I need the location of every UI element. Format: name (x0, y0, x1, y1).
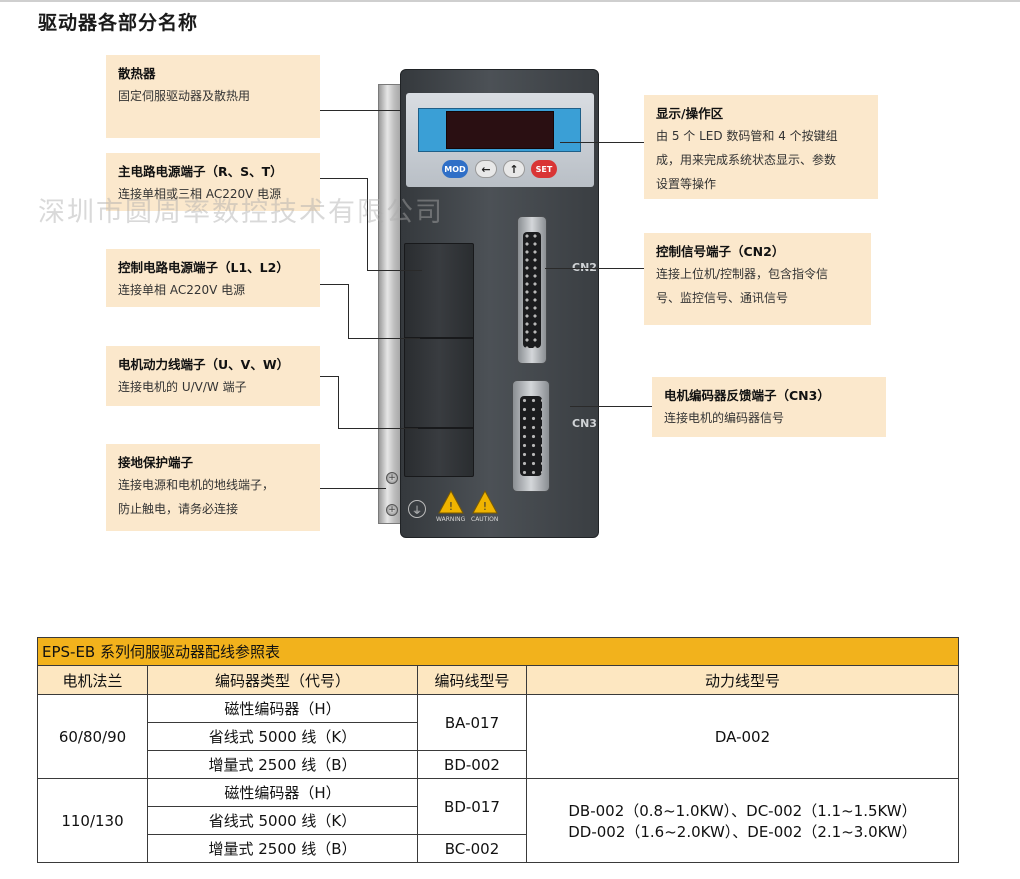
leader-line (320, 178, 368, 179)
callout-display-area: 显示/操作区 由 5 个 LED 数码管和 4 个按键组 成，用来完成系统状态显… (644, 95, 878, 199)
callout-description: 固定伺服驱动器及散热用 (118, 89, 251, 103)
power-cable-cell: DA-002 (526, 694, 959, 779)
warning-triangle-icon: ! (438, 490, 464, 514)
leader-line (570, 406, 652, 407)
power-cable-line: DD-002（1.6~2.0KW）、DE-002（2.1~3.0KW） (568, 822, 917, 841)
leader-line (367, 270, 422, 271)
set-key: SET (531, 160, 557, 178)
leader-line (320, 110, 400, 111)
encoder-cable-cell: BD-017 (417, 778, 527, 835)
mod-key: MOD (442, 160, 468, 178)
table-row: 110/130 磁性编码器（H） BD-017 DB-002（0.8~1.0KW… (37, 778, 959, 863)
callout-motor-power-terminal: 电机动力线端子（U、V、W） 连接电机的 U/V/W 端子 (106, 346, 320, 406)
up-arrow-key: ↑ (503, 160, 525, 178)
encoder-type-cell: 增量式 2500 线（B） (147, 750, 418, 779)
ground-symbol-icon: ⏚ (408, 500, 426, 518)
callout-description: 防止触电，请务必连接 (118, 502, 239, 516)
svg-text:!: ! (483, 500, 487, 513)
leader-line (338, 376, 339, 428)
callout-title: 电机编码器反馈端子（CN3） (664, 388, 830, 403)
column-header-encoder-type: 编码器类型（代号） (147, 665, 418, 695)
column-header-flange: 电机法兰 (37, 665, 148, 695)
page-title: 驱动器各部分名称 (38, 12, 199, 34)
table-row: 增量式 2500 线（B） BD-002 (38, 750, 959, 779)
encoder-type-cell: 省线式 5000 线（K） (147, 806, 418, 835)
encoder-type-cell: 省线式 5000 线（K） (147, 722, 418, 751)
encoder-type-cell: 磁性编码器（H） (147, 694, 418, 723)
callout-title: 控制电路电源端子（L1、L2） (118, 260, 289, 275)
encoder-type-cell: 磁性编码器（H） (147, 778, 418, 807)
caution-triangle-icon: ! (472, 490, 498, 514)
callout-description: 连接电机的 U/V/W 端子 (118, 380, 247, 394)
leader-line (320, 376, 338, 377)
caution-label: CAUTION (471, 516, 499, 523)
leader-line (320, 284, 348, 285)
callout-description: 连接上位机/控制器，包含指令信 (656, 267, 829, 281)
column-header-power-cable: 动力线型号 (526, 665, 959, 695)
leader-line (545, 268, 644, 269)
callout-description: 成，用来完成系统状态显示、参数 (656, 153, 837, 167)
callout-cn2-terminal: 控制信号端子（CN2） 连接上位机/控制器，包含指令信 号、监控信号、通讯信号 (644, 233, 871, 325)
ground-screw-icon: + (386, 504, 398, 516)
callout-title: 电机动力线端子（U、V、W） (118, 357, 290, 372)
leader-line (348, 338, 420, 339)
ground-screw-icon: + (386, 472, 398, 484)
encoder-cable-cell: BC-002 (417, 834, 527, 863)
callout-description: 连接单相或三相 AC220V 电源 (118, 187, 282, 201)
encoder-cable-cell: BA-017 (417, 694, 527, 751)
power-cable-line: DB-002（0.8~1.0KW）、DC-002（1.1~1.5KW） (568, 801, 917, 820)
callout-ground-terminal: 接地保护端子 连接电源和电机的地线端子， 防止触电，请务必连接 (106, 444, 320, 531)
table-row: 省线式 5000 线（K） (38, 722, 959, 751)
table-row: 增量式 2500 线（B） BC-002 (38, 834, 959, 863)
leader-line (367, 178, 368, 270)
callout-description: 连接单相 AC220V 电源 (118, 283, 246, 297)
callout-description: 连接电机的编码器信号 (664, 411, 785, 425)
leader-line (560, 142, 644, 143)
callout-description: 由 5 个 LED 数码管和 4 个按键组 (656, 129, 838, 143)
wiring-reference-table: EPS-EB 系列伺服驱动器配线参照表 电机法兰 编码器类型（代号） 编码线型号… (37, 637, 959, 863)
callout-description: 号、监控信号、通讯信号 (656, 291, 789, 305)
callout-title: 显示/操作区 (656, 106, 724, 121)
callout-heatsink: 散热器 固定伺服驱动器及散热用 (106, 55, 320, 138)
terminal-divider (404, 337, 474, 339)
led-display (446, 111, 554, 149)
top-divider (0, 0, 1020, 2)
column-header-encoder-cable: 编码线型号 (417, 665, 527, 695)
cn2-pins (523, 232, 541, 348)
left-arrow-key: ← (475, 160, 497, 178)
leader-line (348, 284, 349, 338)
callout-title: 控制信号端子（CN2） (656, 244, 785, 259)
terminal-divider (404, 427, 474, 429)
callout-description: 设置等操作 (656, 177, 717, 191)
power-cable-cell: DB-002（0.8~1.0KW）、DC-002（1.1~1.5KW） DD-0… (526, 778, 959, 863)
callout-cn3-terminal: 电机编码器反馈端子（CN3） 连接电机的编码器信号 (652, 377, 886, 437)
encoder-type-cell: 增量式 2500 线（B） (147, 834, 418, 863)
callout-title: 散热器 (118, 66, 156, 81)
table-row: 60/80/90 磁性编码器（H） BA-017 DA-002 (37, 694, 959, 779)
terminal-cover (404, 243, 474, 477)
warning-label: WARNING (436, 516, 466, 523)
table-row: 省线式 5000 线（K） (38, 806, 959, 835)
encoder-cable-cell: BD-002 (417, 750, 527, 779)
table-caption: EPS-EB 系列伺服驱动器配线参照表 (37, 637, 959, 666)
cn3-pins (520, 396, 542, 476)
flange-cell: 60/80/90 (37, 694, 148, 779)
leader-line (320, 488, 386, 489)
flange-cell: 110/130 (37, 778, 148, 863)
cn3-label: CN3 (572, 418, 597, 430)
svg-text:!: ! (449, 500, 453, 513)
leader-line (338, 428, 418, 429)
callout-title: 主电路电源端子（R、S、T） (118, 164, 283, 179)
callout-control-power-terminal: 控制电路电源端子（L1、L2） 连接单相 AC220V 电源 (106, 249, 320, 307)
callout-description: 连接电源和电机的地线端子， (118, 478, 275, 492)
callout-title: 接地保护端子 (118, 455, 194, 470)
callout-main-power-terminal: 主电路电源端子（R、S、T） 连接单相或三相 AC220V 电源 (106, 153, 320, 211)
